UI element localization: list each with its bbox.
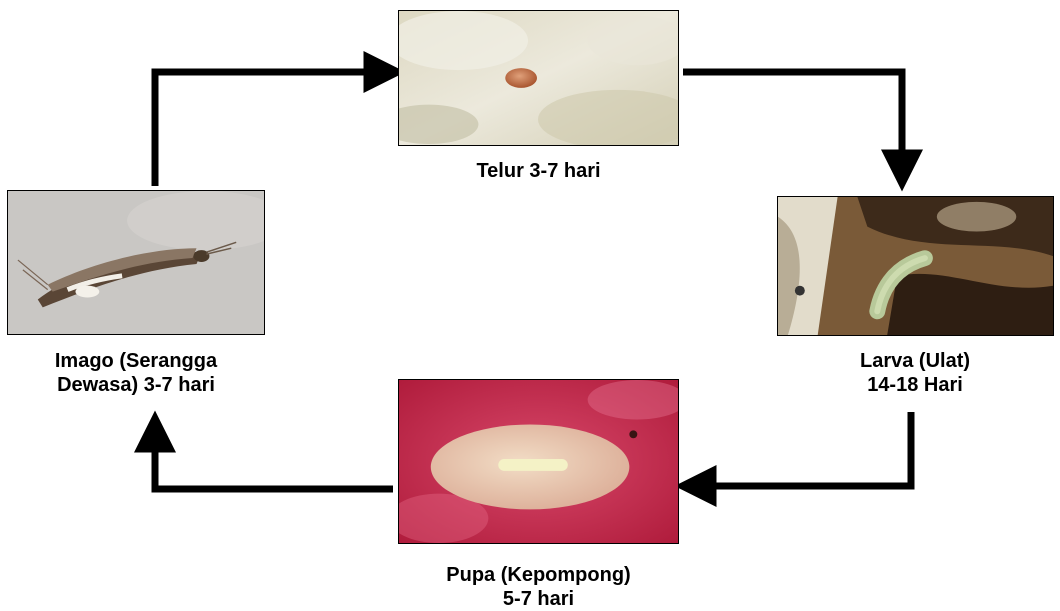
arrow-egg-to-larva [683, 72, 902, 174]
pupa-photo [398, 379, 679, 544]
egg-icon [505, 68, 537, 88]
egg-photo [398, 10, 679, 146]
arrow-pupa-to-imago [155, 428, 393, 489]
arrow-larva-to-pupa [692, 412, 911, 486]
larva-label: Larva (Ulat) 14-18 Hari [805, 349, 1025, 397]
imago-photo [7, 190, 265, 335]
larva-photo [777, 196, 1054, 336]
pupa-label: Pupa (Kepompong) 5-7 hari [398, 563, 679, 611]
arrow-imago-to-egg [155, 72, 388, 186]
egg-label: Telur 3-7 hari [398, 159, 679, 183]
imago-label: Imago (Serangga Dewasa) 3-7 hari [10, 349, 262, 397]
